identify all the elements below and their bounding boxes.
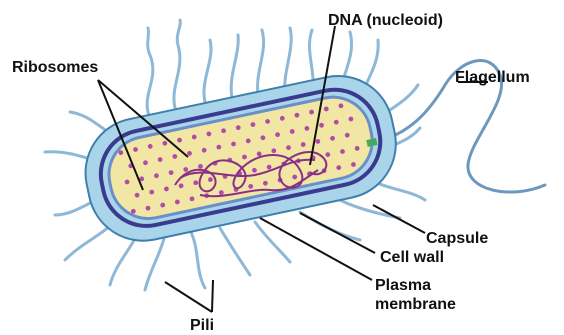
pilus [204, 40, 211, 102]
cell-wall-label: Cell wall [380, 249, 444, 266]
capsule-label: Capsule [426, 230, 488, 247]
dna-label: DNA (nucleoid) [328, 12, 443, 29]
pilus [258, 30, 264, 95]
pili-label: Pili [190, 317, 214, 334]
pilus [145, 235, 165, 290]
pilus [147, 28, 153, 118]
pilus [255, 222, 290, 262]
flagellum-label: Flagellum [455, 69, 530, 86]
pilus [300, 212, 360, 240]
plasma-membrane-label-line2: membrane [375, 296, 456, 313]
pilus [231, 35, 238, 98]
plasma-membrane-label-line1: Plasma [375, 277, 431, 294]
pilus [190, 230, 205, 288]
pilus [174, 20, 180, 108]
ribosomes-label: Ribosomes [12, 59, 98, 76]
pilus [220, 228, 250, 275]
pilus [285, 28, 291, 92]
